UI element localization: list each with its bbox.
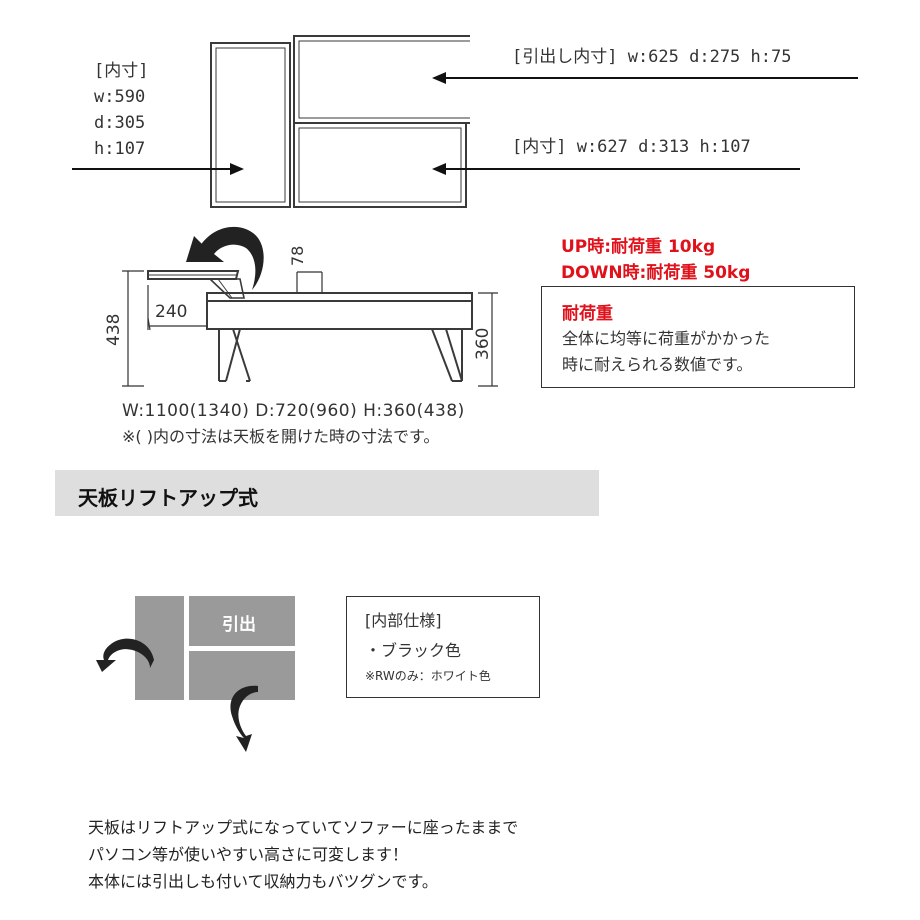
side-view-drawing xyxy=(147,270,473,382)
lift-arrow-down-icon xyxy=(230,685,258,752)
description-line3: 本体には引出しも付いて収納力もバツグンです。 xyxy=(88,872,438,891)
inner-spec-line1: ・ブラック色 xyxy=(365,641,462,660)
description-line2: パソコン等が使いやすい高さに可変します！ xyxy=(88,845,409,864)
inner-left-title: [内寸] xyxy=(94,61,149,81)
drawer-inner-dimension: [引出し内寸] w:625 d:275 h:75 xyxy=(512,47,792,67)
description: 天板はリフトアップ式になっていてソファーに座ったままで パソコン等が使いやすい高… xyxy=(88,814,518,895)
load-box-line2: 時に耐えられる数値です。 xyxy=(562,355,753,374)
load-box-title: 耐荷重 xyxy=(562,304,613,324)
right-compartment xyxy=(293,122,467,208)
table-body xyxy=(206,300,473,330)
block-drawer xyxy=(189,596,295,646)
description-line1: 天板はリフトアップ式になっていてソファーに座ったままで xyxy=(88,818,519,837)
inner-left-width: w:590 xyxy=(94,87,146,107)
lift-mechanism xyxy=(207,278,245,299)
dimension-lines xyxy=(122,270,498,387)
right-leg xyxy=(431,328,463,382)
inner-spec-line2: ※RWのみ：ホワイト色 xyxy=(365,669,491,683)
drawer-outline xyxy=(293,35,470,124)
drawer-block-label: 引出 xyxy=(222,615,256,635)
inner-spec-title: [内部仕様] xyxy=(365,611,442,630)
load-up: UP時:耐荷重 10kg xyxy=(561,237,716,257)
load-down: DOWN時:耐荷重 50kg xyxy=(561,263,751,283)
inner-left-depth: d:305 xyxy=(94,113,146,133)
dimension-78: 78 xyxy=(288,245,307,266)
inner-left-height: h:107 xyxy=(94,139,146,159)
left-compartment xyxy=(210,42,291,208)
dimension-360: 360 xyxy=(473,327,493,360)
overall-dimensions: W:1100(1340) D:720(960) H:360(438) xyxy=(122,401,465,421)
section-title: 天板リフトアップ式 xyxy=(78,486,258,510)
dimension-240: 240 xyxy=(155,302,188,322)
section-header-bar xyxy=(55,470,599,516)
inner-spec-box: [内部仕様] ・ブラック色 ※RWのみ：ホワイト色 xyxy=(346,596,540,698)
load-info-box: 耐荷重 全体に均等に荷重がかかった 時に耐えられる数値です。 xyxy=(541,286,855,388)
liftup-blocks xyxy=(135,596,295,700)
rotate-arrow-icon xyxy=(186,226,264,290)
dimension-note: ※( )内の寸法は天板を開けた時の寸法です。 xyxy=(122,427,440,446)
dimension-438: 438 xyxy=(104,313,124,346)
lift-arrow-left-icon xyxy=(96,638,154,672)
table-top xyxy=(206,292,473,302)
load-box-line1: 全体に均等に荷重がかかった xyxy=(562,329,771,348)
storage-section-drawing xyxy=(210,35,470,208)
inner-right-dimension: [内寸] w:627 d:313 h:107 xyxy=(512,137,751,157)
left-leg xyxy=(218,328,251,382)
